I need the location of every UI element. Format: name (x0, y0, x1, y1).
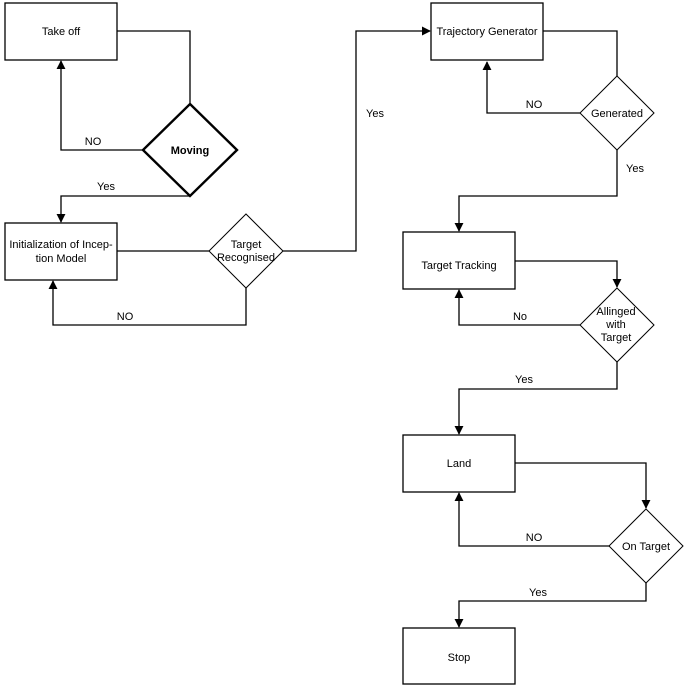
target-recognised-line1: Target (231, 239, 262, 251)
edge-ontarget-no-to-land (454, 492, 609, 547)
node-takeoff[interactable]: Take off (4, 2, 118, 61)
aligned-yes-label: Yes (515, 374, 533, 386)
decision-target-recognised[interactable]: Target Recognised (208, 213, 284, 289)
aligned-line3: Target (601, 332, 632, 344)
edge-traj-to-generated (543, 30, 618, 76)
traj-gen-label: Trajectory Generator (436, 26, 537, 38)
takeoff-label: Take off (42, 26, 81, 38)
edge-recognised-no-to-init (48, 280, 247, 326)
connectors (48, 26, 651, 628)
moving-label: Moving (171, 145, 210, 157)
node-target-tracking[interactable]: Target Tracking (402, 231, 516, 290)
aligned-no-label: No (513, 311, 527, 323)
decision-moving[interactable]: Moving (141, 102, 239, 198)
edge-recognised-yes-to-traj (283, 26, 431, 252)
edge-moving-yes-to-init (56, 195, 190, 223)
on-target-label: On Target (622, 541, 670, 553)
generated-label: Generated (591, 108, 643, 120)
decision-aligned[interactable]: Allinged with Target (579, 287, 655, 363)
on-target-no-label: NO (526, 532, 543, 544)
edge-labels: NO Yes NO Yes NO Yes No Yes NO Yes (85, 99, 645, 599)
target-tracking-label: Target Tracking (421, 260, 496, 272)
edge-ontarget-yes-to-stop (454, 583, 647, 628)
generated-yes-label: Yes (626, 163, 644, 175)
recognised-no-label: NO (117, 311, 134, 323)
node-initialization[interactable]: Initialization of Incep- tion Model (4, 222, 118, 281)
moving-no-label: NO (85, 136, 102, 148)
edge-land-to-ontarget (515, 462, 651, 509)
node-land[interactable]: Land (402, 434, 516, 493)
moving-yes-label: Yes (97, 181, 115, 193)
target-recognised-line2: Recognised (217, 252, 275, 264)
edge-takeoff-to-moving (117, 30, 191, 103)
edge-aligned-no-to-tracking (454, 289, 580, 326)
edge-generated-yes-to-tracking (454, 150, 618, 232)
on-target-yes-label: Yes (529, 587, 547, 599)
generated-no-label: NO (526, 99, 543, 111)
decision-generated[interactable]: Generated (579, 75, 655, 151)
stop-label: Stop (448, 652, 471, 664)
edge-tracking-to-aligned (515, 260, 622, 288)
aligned-line1: Allinged (596, 306, 635, 318)
init-label-line1: Initialization of Incep- (9, 239, 113, 251)
decision-on-target[interactable]: On Target (608, 508, 684, 584)
land-label: Land (447, 458, 471, 470)
recognised-yes-label: Yes (366, 108, 384, 120)
init-label-line2: tion Model (36, 253, 87, 265)
node-trajectory-generator[interactable]: Trajectory Generator (430, 2, 544, 61)
edge-generated-no-to-traj (482, 61, 580, 114)
aligned-line2: with (605, 319, 626, 331)
node-stop[interactable]: Stop (402, 627, 516, 685)
edge-aligned-yes-to-land (454, 362, 618, 435)
edge-moving-no-to-takeoff (56, 60, 143, 151)
